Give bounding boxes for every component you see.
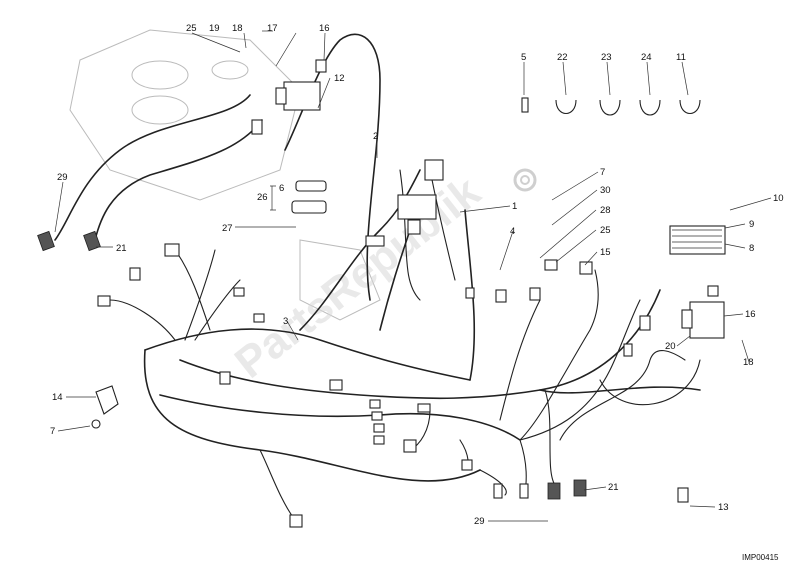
callout-label: 24 (641, 52, 652, 63)
callout-label: 25 (186, 23, 197, 34)
callout-label: 30 (600, 185, 611, 196)
callout-label: 22 (557, 52, 568, 63)
callout-label: 26 (257, 192, 268, 203)
callout-label: 16 (745, 309, 756, 320)
callout-label: 10 (773, 193, 784, 204)
callout-label: 3 (283, 316, 288, 327)
ignition-coil-left (275, 81, 321, 111)
callout-label: 4 (510, 226, 515, 237)
leader-lines (54, 30, 772, 522)
callout-label: 20 (665, 341, 676, 352)
callout-label: 9 (749, 219, 754, 230)
callout-label: 12 (334, 73, 345, 84)
callout-label: 2 (373, 131, 378, 142)
callout-label: 7 (600, 167, 605, 178)
callout-label: 17 (267, 23, 278, 34)
callout-label: 19 (209, 23, 220, 34)
connectors (97, 59, 719, 528)
watermark-gear-icon (513, 168, 537, 192)
upper-wiring (54, 33, 456, 341)
callout-label: 27 (222, 223, 233, 234)
callout-label: 8 (749, 243, 754, 254)
fuse-pads-component (291, 180, 327, 214)
callout-label: 25 (600, 225, 611, 236)
callout-label: 5 (521, 52, 526, 63)
callout-label: 29 (474, 516, 485, 527)
callout-label: 16 (319, 23, 330, 34)
callout-label: 28 (600, 205, 611, 216)
callout-label: 18 (743, 357, 754, 368)
callout-label: 21 (116, 243, 127, 254)
callout-label: 15 (600, 247, 611, 258)
ignition-coil-right (681, 301, 725, 339)
callout-label: 21 (608, 482, 619, 493)
callout-label: 7 (50, 426, 55, 437)
callout-label: 6 (279, 183, 284, 194)
drawing-code: IMP00415 (742, 553, 779, 562)
callout-label: 11 (676, 52, 686, 63)
callout-label: 13 (718, 502, 729, 513)
callout-label: 18 (232, 23, 243, 34)
frame-ghost-outline (69, 29, 381, 321)
relay-box-component (397, 159, 444, 220)
callout-labels: 25 19 18 17 16 12 29 21 2 26 6 5 22 23 2… (50, 23, 784, 527)
spark-plug-caps (37, 230, 587, 500)
callout-label: 29 (57, 172, 68, 183)
sensor-component (91, 385, 689, 503)
cable-clips (521, 97, 701, 116)
regulator-component (669, 225, 726, 255)
callout-label: 23 (601, 52, 612, 63)
callout-label: 14 (52, 392, 63, 403)
callout-label: 1 (512, 201, 517, 212)
